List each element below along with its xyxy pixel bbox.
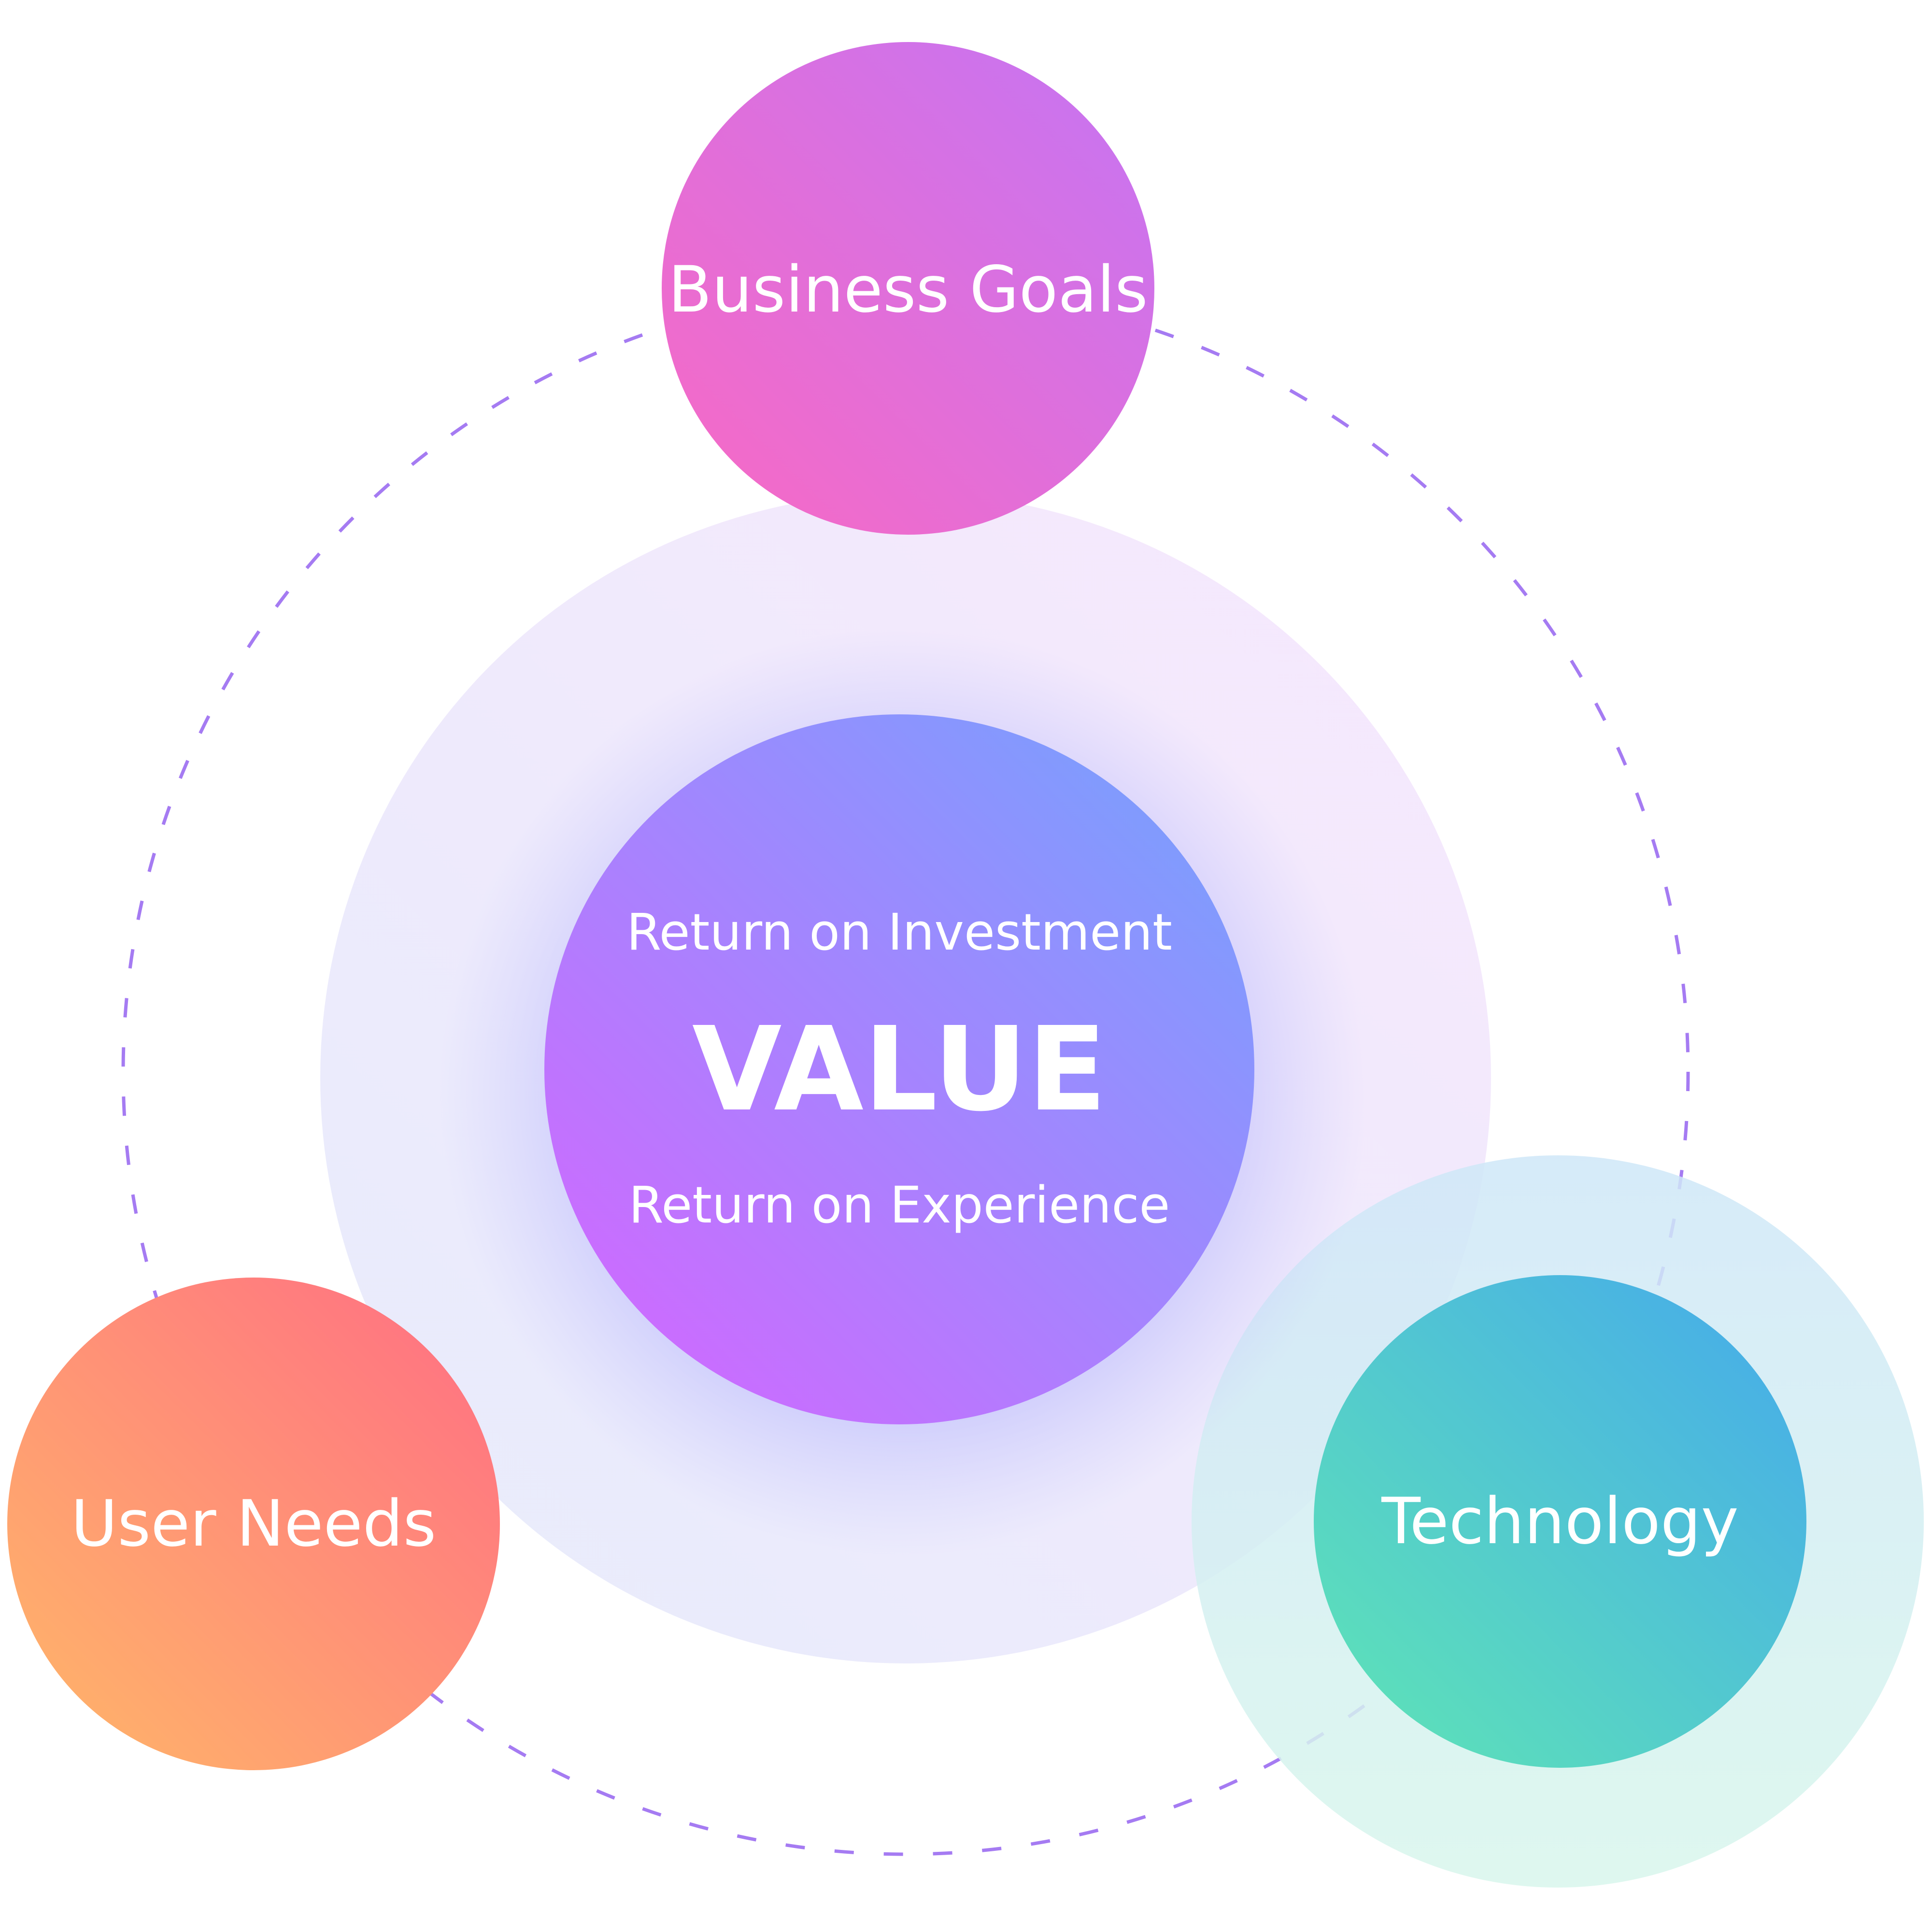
business-goals-label: Business Goals (668, 253, 1148, 327)
value-title: VALUE (692, 1002, 1107, 1137)
technology-node: Technology (1314, 1275, 1806, 1768)
user-needs-label: User Needs (71, 1487, 437, 1561)
return-on-investment-label: Return on Investment (626, 903, 1172, 962)
center-value-circle: Return on Investment VALUE Return on Exp… (544, 714, 1254, 1424)
dashed-orbit (121, 287, 1690, 1856)
return-on-experience-label: Return on Experience (629, 1176, 1170, 1235)
business-goals-node: Business Goals (662, 42, 1154, 535)
technology-label: Technology (1381, 1484, 1738, 1559)
user-needs-node: User Needs (7, 1278, 500, 1770)
